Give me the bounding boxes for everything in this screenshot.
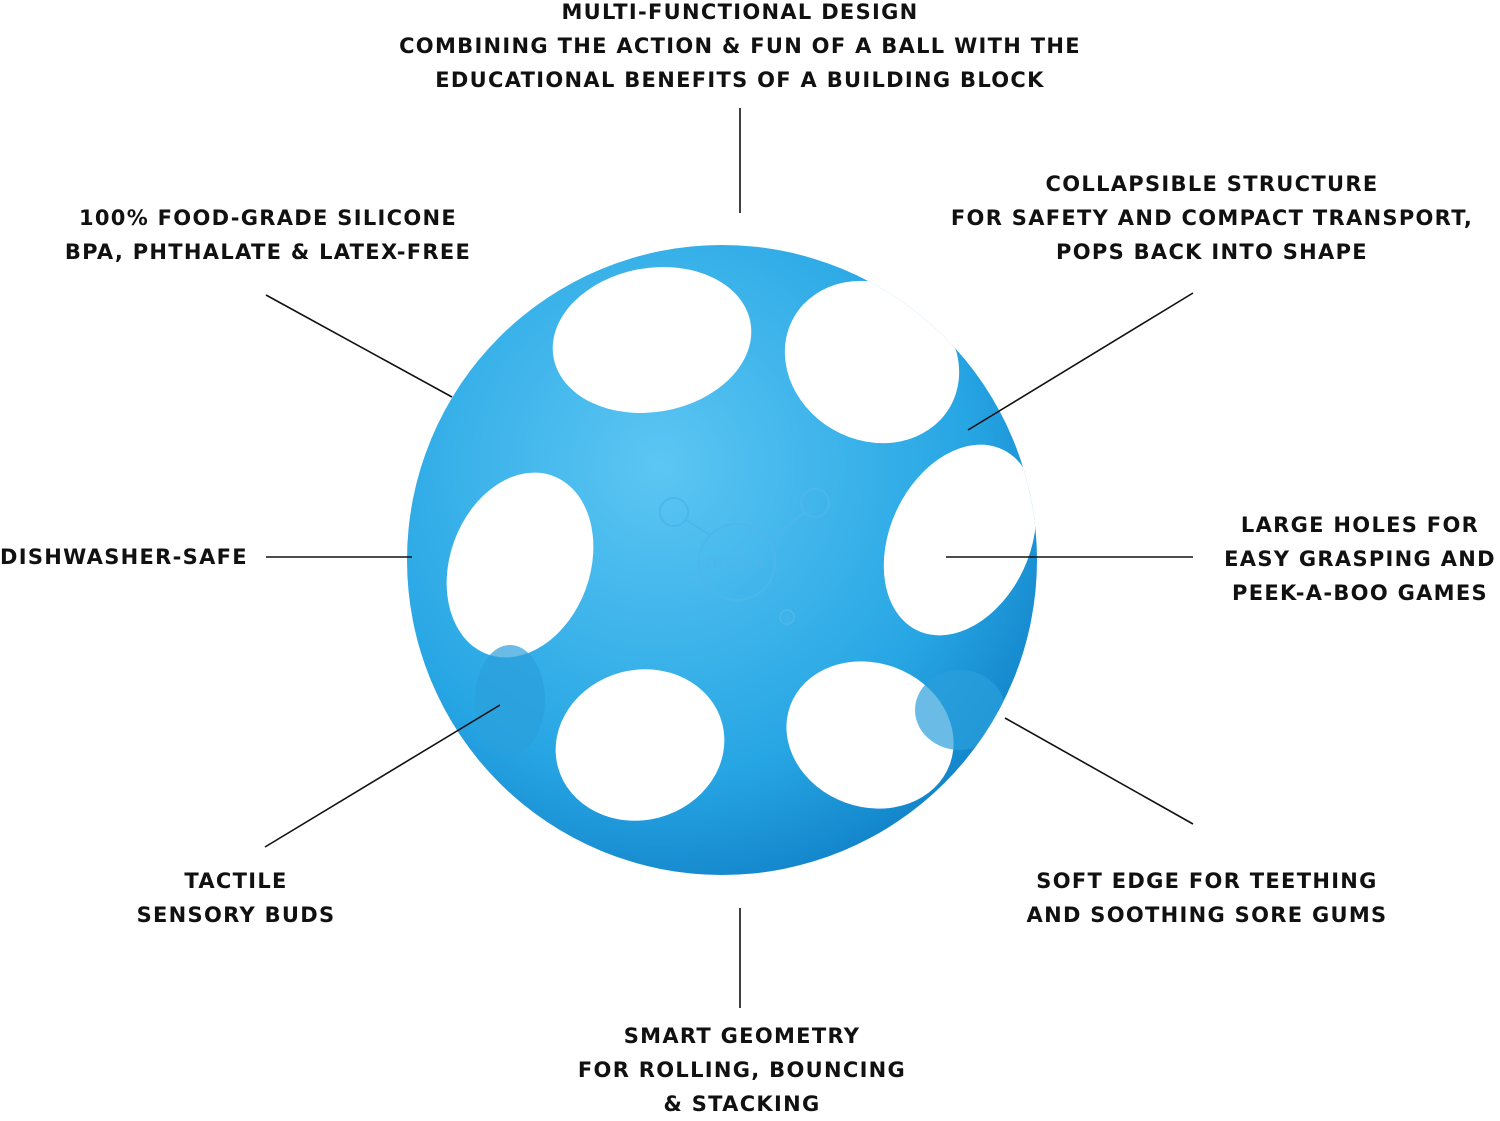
- callout-line: PEEK-A-BOO GAMES: [1232, 581, 1488, 605]
- hole: [786, 661, 954, 809]
- callout-line: SMART GEOMETRY: [623, 1024, 861, 1048]
- registered-mark: ®: [782, 612, 793, 625]
- callout-line: BPA, PHTHALATE & LATEX-FREE: [64, 240, 472, 264]
- callout-line: EASY GRASPING AND: [1224, 547, 1496, 571]
- callout-line: SOFT EDGE FOR TEETHING: [1036, 869, 1378, 893]
- moluk-logo: [659, 488, 830, 625]
- callout-line: 100% FOOD-GRADE SILICONE: [78, 206, 458, 230]
- callout-tactile: TACTILE SENSORY BUDS: [137, 864, 336, 932]
- callout-silicone: 100% FOOD-GRADE SILICONE BPA, PHTHALATE …: [65, 201, 471, 269]
- callout-collapsible: COLLAPSIBLE STRUCTURE FOR SAFETY AND COM…: [951, 167, 1473, 269]
- callout-dishwasher: DISHWASHER-SAFE: [0, 540, 248, 574]
- callout-line: LARGE HOLES FOR: [1240, 513, 1480, 537]
- callout-line: COLLAPSIBLE STRUCTURE: [1045, 172, 1379, 196]
- hole: [555, 669, 725, 821]
- callout-multi-functional: MULTI-FUNCTIONAL DESIGN COMBINING THE AC…: [399, 0, 1081, 97]
- callout-soft-edge: SOFT EDGE FOR TEETHING AND SOOTHING SORE…: [1027, 864, 1388, 932]
- hole: [784, 280, 960, 444]
- callout-lines: [264, 108, 1194, 1008]
- callout-line: & STACKING: [663, 1092, 821, 1116]
- callout-line: POPS BACK INTO SHAPE: [1056, 240, 1368, 264]
- callout-line: DISHWASHER-SAFE: [0, 545, 248, 569]
- callout-line: AND SOOTHING SORE GUMS: [1026, 903, 1388, 927]
- hole: [883, 444, 1037, 636]
- callout-geometry: SMART GEOMETRY FOR ROLLING, BOUNCING & S…: [578, 1019, 906, 1121]
- callout-line: EDUCATIONAL BENEFITS OF A BUILDING BLOCK: [435, 68, 1045, 92]
- callout-line: SENSORY BUDS: [136, 903, 336, 927]
- hole: [446, 472, 594, 658]
- hole: [552, 266, 752, 414]
- callout-line: COMBINING THE ACTION & FUN OF A BALL WIT…: [399, 34, 1081, 58]
- callout-line: FOR SAFETY AND COMPACT TRANSPORT,: [950, 206, 1474, 230]
- callout-line: MULTI-FUNCTIONAL DESIGN: [561, 0, 919, 24]
- silicone-ball: moluk ®: [407, 245, 1037, 875]
- callout-line: FOR ROLLING, BOUNCING: [577, 1058, 907, 1082]
- callout-line: TACTILE: [184, 869, 288, 893]
- callout-large-holes: LARGE HOLES FOR EASY GRASPING AND PEEK-A…: [1224, 508, 1496, 610]
- logo-text: moluk: [706, 551, 764, 573]
